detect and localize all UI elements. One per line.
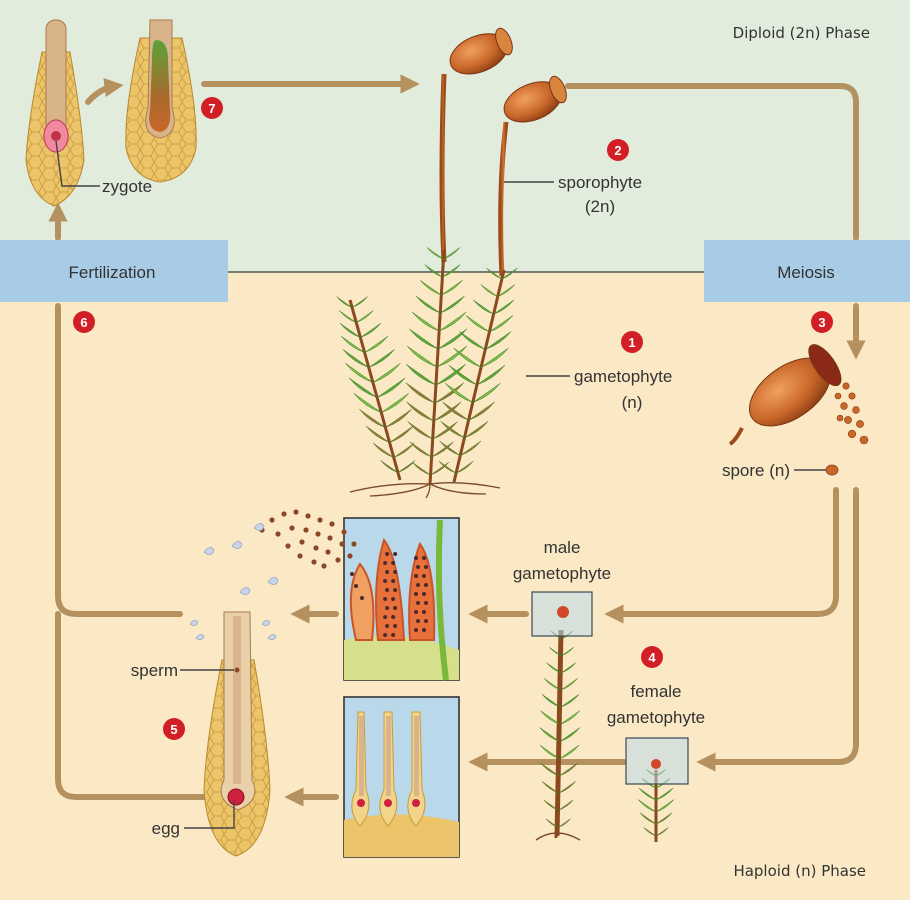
female-gametophyte-illustration xyxy=(625,737,689,842)
sporophyte-ploidy-label: (2n) xyxy=(585,197,615,216)
archegonium-illustration xyxy=(203,611,271,857)
step-badge-7: 7 xyxy=(201,97,223,119)
gametophyte-leader: gametophyte (n) xyxy=(526,367,672,412)
svg-text:1: 1 xyxy=(628,335,635,350)
arrow-spore-to-male xyxy=(604,487,839,624)
sperm-label: sperm xyxy=(131,661,178,680)
svg-text:7: 7 xyxy=(208,101,215,116)
rhizoids xyxy=(349,482,501,499)
svg-text:6: 6 xyxy=(80,315,87,330)
fertilization-label: Fertilization xyxy=(69,263,156,282)
male-gametophyte-illustration xyxy=(531,591,593,841)
zygote-illustration xyxy=(25,19,85,207)
meiosis-box: Meiosis xyxy=(704,240,910,302)
egg-label: egg xyxy=(152,819,180,838)
male-gametophyte-label-line1: male xyxy=(544,538,581,557)
male-gametophyte-label-line2: gametophyte xyxy=(513,564,611,583)
haploid-phase-title: Haploid (n) Phase xyxy=(733,862,866,880)
arrow-egg-to-fertilization xyxy=(55,611,211,800)
step-badge-6: 6 xyxy=(73,311,95,333)
sporophyte-illustration xyxy=(439,27,567,277)
arrow-to-meiosis xyxy=(565,83,859,241)
sporophyte-label: sporophyte xyxy=(558,173,642,192)
sporophyte-leader: sporophyte (2n) xyxy=(504,173,642,216)
spore-capsule-illustration xyxy=(728,344,869,476)
female-gametophyte-label-line2: gametophyte xyxy=(607,708,705,727)
sperm-leader: sperm xyxy=(131,661,234,680)
fertilization-box: Fertilization xyxy=(0,240,228,302)
svg-text:4: 4 xyxy=(648,650,656,665)
egg-leader: egg xyxy=(152,800,235,838)
gametophyte-ploidy-label: (n) xyxy=(622,393,643,412)
step-badge-2: 2 xyxy=(607,139,629,161)
meiosis-label: Meiosis xyxy=(777,263,835,282)
svg-text:2: 2 xyxy=(614,143,621,158)
zygote-leader: zygote xyxy=(55,140,152,196)
female-gametophyte-label-line1: female xyxy=(630,682,681,701)
arrow-zygote-to-embryo xyxy=(85,77,124,105)
gametophyte-shoot-middle xyxy=(405,247,468,485)
zygote-label: zygote xyxy=(102,177,152,196)
step-badge-5: 5 xyxy=(163,718,185,740)
arrow-spore-to-female xyxy=(696,487,859,772)
antheridia-inset xyxy=(343,517,460,681)
svg-text:3: 3 xyxy=(818,315,825,330)
sperm-cloud xyxy=(189,509,357,640)
gametophyte-shoot-right xyxy=(438,267,518,483)
gametophyte-plants xyxy=(336,247,518,499)
step-badge-1: 1 xyxy=(621,331,643,353)
spore-label: spore (n) xyxy=(722,461,790,480)
spores xyxy=(834,382,869,445)
spore-leader: spore (n) xyxy=(722,461,826,480)
cycle-arrows xyxy=(48,74,866,807)
svg-text:5: 5 xyxy=(170,722,177,737)
male-gametophyte-shoot xyxy=(539,629,581,837)
gametophyte-label: gametophyte xyxy=(574,367,672,386)
step-badge-3: 3 xyxy=(811,311,833,333)
embryo-illustration xyxy=(125,19,197,183)
archegonia-inset xyxy=(343,696,460,858)
step-badge-4: 4 xyxy=(641,646,663,668)
arrow-sperm-to-fertilization xyxy=(55,303,183,617)
diploid-phase-title: Diploid (2n) Phase xyxy=(733,24,870,42)
